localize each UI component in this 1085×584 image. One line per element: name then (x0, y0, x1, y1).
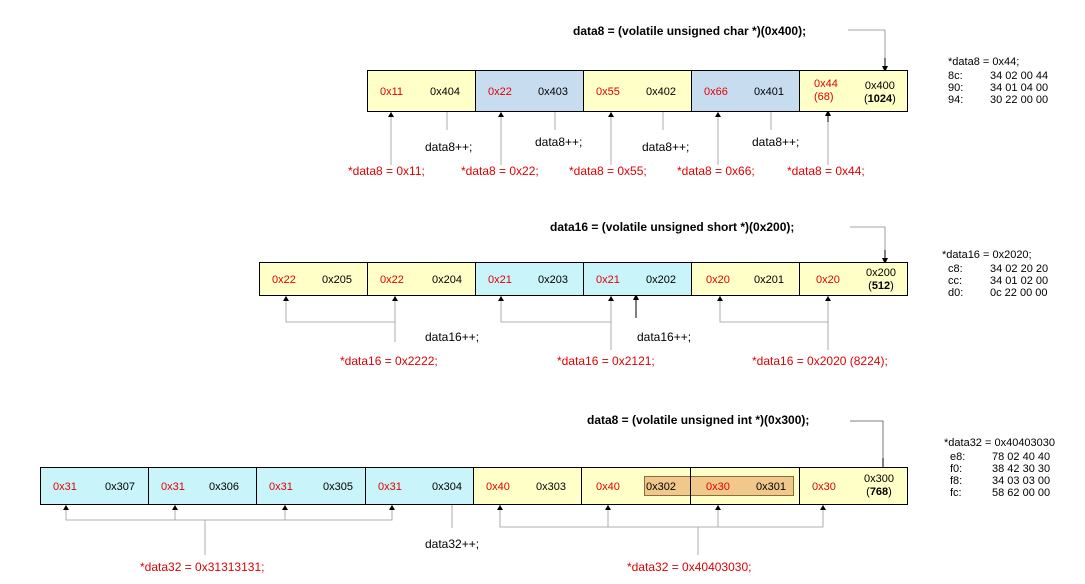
highlight-box (644, 476, 794, 496)
cell-value: 0x21 (488, 274, 512, 286)
cell-address: 0x305 (323, 481, 353, 493)
cell-address: 0x300(768) (864, 473, 894, 498)
section8-cell: 0x55 0x402 (583, 70, 692, 112)
section8-code-listing: *data8 = 0x44; 8c:34 02 00 44 90:34 01 0… (948, 56, 1048, 106)
section16-cell: 0x22 0x205 (259, 262, 368, 296)
cell-divider (690, 467, 691, 505)
cell-value: 0x22 (488, 86, 512, 98)
cell-address: 0x403 (538, 86, 568, 98)
section16-last-cell: 0x20 0x200(512) (799, 262, 908, 296)
code-title: *data16 = 0x2020; (942, 249, 1032, 261)
section16-code-listing: *data16 = 0x2020; c8:34 02 20 20 cc:34 0… (942, 249, 1048, 299)
increment-label: data32++; (425, 537, 480, 551)
cell-address: 0x203 (538, 274, 568, 286)
section32-cell: 0x31 0x306 (148, 467, 257, 505)
cell-value: 0x22 (272, 274, 296, 286)
code-title: *data32 = 0x40403030 (944, 437, 1056, 449)
cell-value: 0x22 (380, 274, 404, 286)
cell-address: 0x307 (105, 481, 135, 493)
code-title: *data8 = 0x44; (948, 56, 1020, 68)
cell-value: 0x21 (596, 274, 620, 286)
cell-address: 0x202 (646, 274, 676, 286)
section16-cell: 0x20 0x201 (691, 262, 800, 296)
cell-address: 0x302 (646, 481, 676, 493)
section32-cell: 0x31 0x305 (256, 467, 366, 505)
increment-label: data8++; (752, 135, 800, 149)
code-line: 8c:34 02 00 44 (948, 70, 1049, 82)
cell-value-decimal: (68) (814, 91, 834, 103)
section8-cell: 0x22 0x403 (475, 70, 584, 112)
cell-address: 0x402 (646, 86, 676, 98)
section16-cell: 0x21 0x203 (475, 262, 584, 296)
cell-value: 0x44 (814, 78, 838, 90)
cell-value: 0x40 (596, 481, 620, 493)
code-line: c8:34 02 20 20 (948, 263, 1049, 275)
section8-cell: 0x11 0x404 (367, 70, 476, 112)
code-line: 90:34 01 04 00 (948, 82, 1049, 94)
section32-cell: 0x31 0x307 (40, 467, 149, 505)
section16-cell: 0x21 0x202 (583, 262, 692, 296)
increment-label: data8++; (535, 135, 583, 149)
cell-value: 0x20 (706, 274, 730, 286)
cell-value: 0x20 (816, 274, 840, 286)
section8-last-cell: 0x44 (68) 0x400(1024) (799, 70, 908, 112)
section32-code-listing: *data32 = 0x40403030 e8:78 02 40 40 f0:3… (944, 437, 1055, 499)
increment-label: data16++; (637, 330, 692, 344)
assignment-label: *data16 = 0x2020 (8224); (752, 354, 888, 368)
code-line: e8:78 02 40 40 (950, 451, 1051, 463)
assignment-label: *data8 = 0x22; (461, 164, 539, 178)
section32-cell: 0x40 0x303 (473, 467, 582, 505)
code-line: d0:0c 22 00 00 (948, 287, 1048, 299)
cell-value: 0x40 (486, 481, 510, 493)
cell-address: 0x304 (432, 481, 462, 493)
section32-heading: data8 = (volatile unsigned int *)(0x300)… (587, 413, 810, 427)
cell-address: 0x200(512) (866, 267, 896, 292)
cell-value: 0x55 (596, 86, 620, 98)
cell-value: 0x11 (380, 86, 404, 98)
assignment-label: *data16 = 0x2121; (557, 354, 655, 368)
cell-address: 0x201 (754, 274, 784, 286)
section8-cell: 0x66 0x401 (691, 70, 800, 112)
increment-label: data8++; (425, 140, 473, 154)
section16-cell: 0x22 0x204 (367, 262, 476, 296)
cell-address: 0x301 (756, 481, 786, 493)
assignment-label: *data8 = 0x44; (787, 164, 865, 178)
assignment-label: *data8 = 0x66; (677, 164, 755, 178)
cell-address: 0x303 (536, 481, 566, 493)
cell-address: 0x204 (432, 274, 462, 286)
cell-value: 0x31 (161, 481, 185, 493)
section8-heading: data8 = (volatile unsigned char *)(0x400… (573, 24, 807, 38)
cell-value: 0x31 (53, 481, 77, 493)
cell-value: 0x30 (812, 481, 836, 493)
cell-value: 0x66 (704, 86, 728, 98)
assignment-label: *data8 = 0x11; (348, 164, 425, 178)
code-line: f8:34 03 03 00 (950, 475, 1051, 487)
assignment-label: *data16 = 0x2222; (340, 354, 438, 368)
cell-address: 0x205 (322, 274, 352, 286)
code-line: fc:58 62 00 00 (950, 487, 1051, 499)
cell-address: 0x404 (430, 86, 460, 98)
section32-last-cell: 0x30 0x300(768) (799, 467, 908, 505)
code-line: 94:30 22 00 00 (948, 94, 1049, 106)
cell-value: 0x31 (378, 481, 402, 493)
increment-label: data16++; (425, 330, 480, 344)
cell-value: 0x31 (269, 481, 293, 493)
cell-address: 0x401 (754, 86, 784, 98)
code-line: cc:34 01 02 00 (948, 275, 1049, 287)
section32-cell: 0x31 0x304 (365, 467, 474, 505)
assignment-label: *data8 = 0x55; (569, 164, 647, 178)
assignment-label: *data32 = 0x31313131; (140, 560, 265, 574)
cell-address: 0x400(1024) (864, 80, 896, 105)
assignment-label: *data32 = 0x40403030; (627, 560, 752, 574)
cell-address: 0x306 (209, 481, 239, 493)
section16-heading: data16 = (volatile unsigned short *)(0x2… (550, 220, 795, 234)
cell-value: 0x30 (706, 481, 730, 493)
section32-cell-pair: 0x40 0x302 0x30 0x301 (581, 467, 800, 505)
code-line: f0:38 42 30 30 (950, 463, 1051, 475)
increment-label: data8++; (642, 140, 690, 154)
